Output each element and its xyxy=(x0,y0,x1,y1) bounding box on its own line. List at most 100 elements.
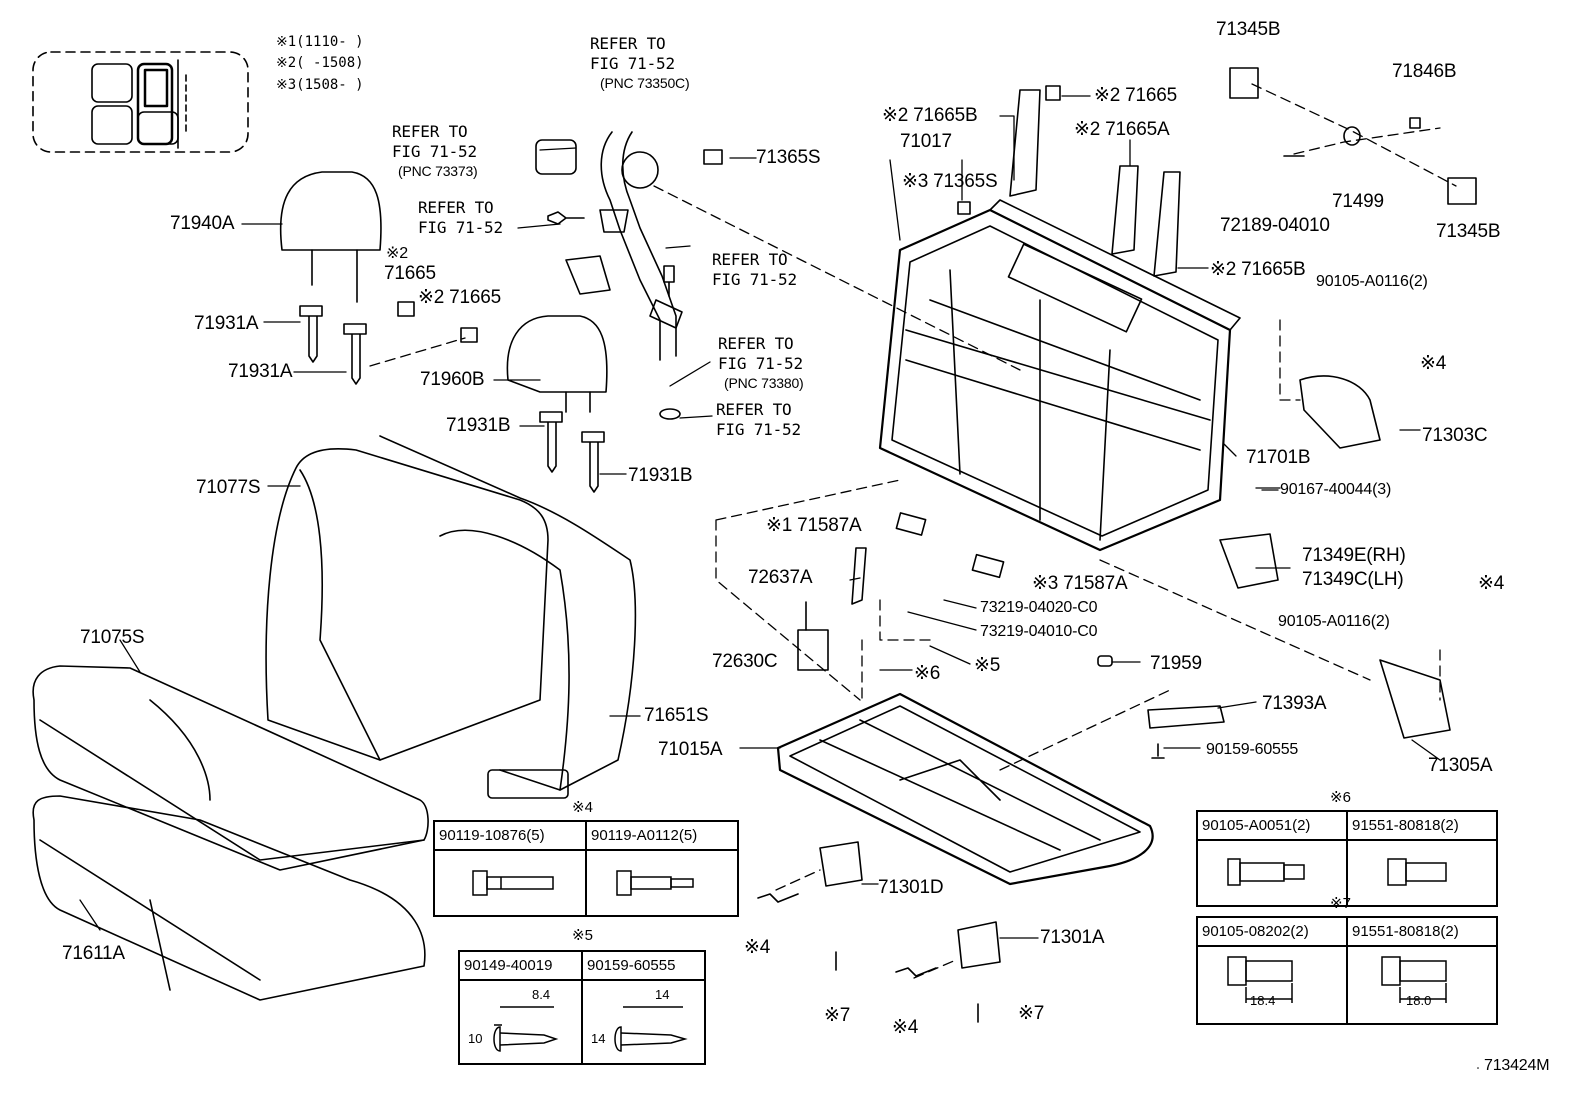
part-label-73219-04020: 73219-04020-C0 xyxy=(980,599,1098,616)
seat-layout-inset xyxy=(32,51,249,153)
inset-note-3: ※3(1508- ) xyxy=(276,77,364,93)
refer-label-4a: REFER TO xyxy=(712,250,788,269)
diagram-id: 713424M xyxy=(1484,1057,1550,1074)
table-4-col-1: 90119-10876(5) xyxy=(433,820,587,851)
table-6-title: ※6 xyxy=(1330,789,1351,806)
part-label-71365s-a: 71365S xyxy=(756,147,821,168)
part-label-90105-mid: 90105-A0116(2) xyxy=(1278,613,1390,630)
table-7-dim-1: 18.4 xyxy=(1250,993,1276,1008)
part-label-72630c: 72630C xyxy=(712,651,778,672)
part-label-71701b: 71701B xyxy=(1246,447,1311,468)
note-label-5: ※5 xyxy=(974,655,1001,676)
table-5-dim-4: 14 xyxy=(591,1031,606,1046)
part-label-71960b: 71960B xyxy=(420,369,485,390)
part-label-71931a-a: 71931A xyxy=(194,313,259,334)
part-label-71665-hr2: ※2 71665 xyxy=(418,287,502,308)
table-4-bolt-1 xyxy=(433,849,587,917)
foam-pads xyxy=(895,85,1181,579)
table-5-screw-1: 8.4 10 xyxy=(458,979,583,1065)
part-label-71665a: ※2 71665A xyxy=(1074,119,1170,140)
inset-note-2: ※2( -1508) xyxy=(276,55,364,71)
seat-pan-drawing xyxy=(776,692,1154,886)
table-7-bolt-1: 18.4 xyxy=(1196,945,1348,1025)
table-4-col-2: 90119-A0112(5) xyxy=(585,820,739,851)
part-label-71587a-a: ※1 71587A xyxy=(766,515,862,536)
table-7-bolt-2: 18.0 xyxy=(1346,945,1498,1025)
part-label-71499: 71499 xyxy=(1332,191,1384,212)
refer-label-4b: FIG 71-52 xyxy=(712,270,797,289)
part-label-71587a-b: ※3 71587A xyxy=(1032,573,1128,594)
table-5-screw-2: 14 14 xyxy=(581,979,706,1065)
seat-belt-drawing xyxy=(535,131,723,420)
relation-lines xyxy=(369,83,1457,979)
fastener-table-5: 90149-40019 90159-60555 8.4 10 14 14 xyxy=(458,950,706,1065)
part-label-90167: 90167-40044(3) xyxy=(1280,481,1392,498)
part-label-71305a: 71305A xyxy=(1428,755,1493,776)
part-label-71017: 71017 xyxy=(900,131,952,152)
refer-label-2a: REFER TO xyxy=(392,122,468,141)
headrest-71960b-drawing xyxy=(506,315,608,413)
part-label-71665-hr: 71665 xyxy=(384,263,436,284)
part-label-71931a-b: 71931A xyxy=(228,361,293,382)
refer-label-5a: REFER TO xyxy=(718,334,794,353)
note-label-4b: ※4 xyxy=(1478,573,1505,594)
refer-label-6a: REFER TO xyxy=(716,400,792,419)
part-label-71349e: 71349E(RH) xyxy=(1302,545,1406,566)
table-6-bolt-2 xyxy=(1346,839,1498,907)
table-6-col-1: 90105-A0051(2) xyxy=(1196,810,1348,841)
part-label-71665-a: ※2 71665 xyxy=(1094,85,1178,106)
part-label-90105-top: 90105-A0116(2) xyxy=(1316,273,1428,290)
part-label-71365s-b: ※3 71365S xyxy=(902,171,998,192)
table-5-dim-3: 14 xyxy=(655,987,670,1002)
part-label-71075s: 71075S xyxy=(80,627,145,648)
part-label-71301a: 71301A xyxy=(1040,927,1105,948)
table-5-dim-1: 8.4 xyxy=(532,987,551,1002)
part-label-72189: 72189-04010 xyxy=(1220,215,1330,236)
table-5-dim-2: 10 xyxy=(468,1031,483,1046)
table-7-col-2: 91551-80818(2) xyxy=(1346,916,1498,947)
table-6-bolt-1 xyxy=(1196,839,1348,907)
right-hardware xyxy=(1097,67,1477,759)
refer-label-3a: REFER TO xyxy=(418,198,494,217)
refer-label-2b: FIG 71-52 xyxy=(392,142,477,161)
refer-label-1b: FIG 71-52 xyxy=(590,54,675,73)
refer-label-6b: FIG 71-52 xyxy=(716,420,801,439)
refer-label-5b: FIG 71-52 xyxy=(718,354,803,373)
part-label-71015a: 71015A xyxy=(658,739,723,760)
table-7-title: ※7 xyxy=(1330,895,1351,912)
table-5-col-1: 90149-40019 xyxy=(458,950,583,981)
part-label-71940a: 71940A xyxy=(170,213,235,234)
leader-lines xyxy=(79,95,1441,939)
table-5-title: ※5 xyxy=(572,927,593,944)
part-label-71665b-b: ※2 71665B xyxy=(1210,259,1306,280)
part-label-71303c: 71303C xyxy=(1422,425,1488,446)
part-label-71931b-b: 71931B xyxy=(628,465,693,486)
note-label-4d: ※4 xyxy=(892,1017,919,1038)
part-label-71959: 71959 xyxy=(1150,653,1202,674)
refer-label-5c: (PNC 73380) xyxy=(724,375,804,391)
part-label-71651s: 71651S xyxy=(644,705,709,726)
brackets-71301 xyxy=(757,841,1001,1023)
seat-frame-drawing xyxy=(878,199,1241,552)
lock-drawing xyxy=(797,547,867,671)
part-label-71931b-a: 71931B xyxy=(446,415,511,436)
refer-label-3b: FIG 71-52 xyxy=(418,218,503,237)
part-label-71393a: 71393A xyxy=(1262,693,1327,714)
part-label-71846b: 71846B xyxy=(1392,61,1457,82)
table-5-col-2: 90159-60555 xyxy=(581,950,706,981)
part-label-90159: 90159-60555 xyxy=(1206,741,1299,758)
part-label-71345b-top: 71345B xyxy=(1216,19,1281,40)
part-label-71301d: 71301D xyxy=(878,877,944,898)
inset-note-1: ※1(1110- ) xyxy=(276,34,364,50)
table-4-bolt-2 xyxy=(585,849,739,917)
part-label-71345b-bottom: 71345B xyxy=(1436,221,1501,242)
part-label-71611a: 71611A xyxy=(62,943,125,964)
refer-label-2c: (PNC 73373) xyxy=(398,163,478,179)
seat-back-drawing xyxy=(265,435,637,799)
table-7-dim-2: 18.0 xyxy=(1406,993,1432,1008)
table-4-title: ※4 xyxy=(572,799,593,816)
part-label-72637a: 72637A xyxy=(748,567,813,588)
table-6-col-2: 91551-80818(2) xyxy=(1346,810,1498,841)
part-label-71665b-a: ※2 71665B xyxy=(882,105,978,126)
